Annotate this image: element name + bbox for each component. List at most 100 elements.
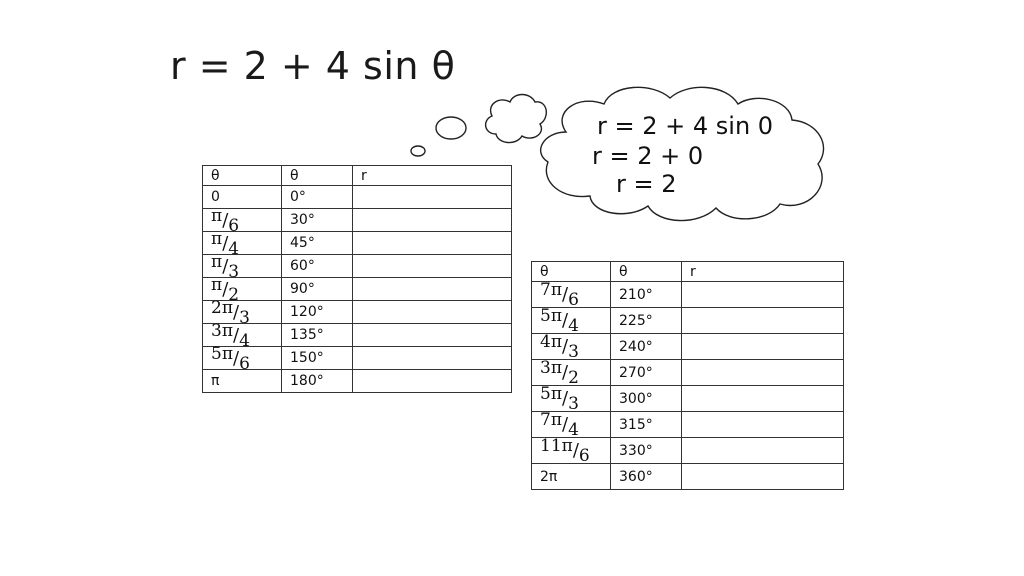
fraction-denominator: 6 (228, 215, 240, 236)
r-value-cell (352, 254, 512, 278)
thought-bubble-medium (435, 116, 467, 140)
fraction-denominator: 3 (568, 394, 579, 414)
theta-degrees-cell: 360° (610, 463, 682, 490)
fraction-slash: / (222, 255, 229, 277)
fraction-denominator: 6 (239, 353, 250, 374)
thought-bubble-large (485, 93, 547, 144)
fraction: 4π/3 (540, 332, 579, 362)
r-value-cell (352, 369, 512, 393)
fraction-numerator: 4π (540, 332, 562, 352)
table-row: 5π/3 300° (531, 384, 844, 414)
fraction-numerator: π (211, 274, 223, 295)
header-r: r (352, 165, 512, 186)
r-value-cell (681, 411, 844, 438)
thought-bubble-small (410, 145, 426, 157)
fraction-slash: / (233, 301, 240, 323)
theta-radians-cell: 11π/6 (531, 436, 611, 466)
fraction-denominator: 6 (578, 446, 590, 466)
fraction-numerator: π (211, 228, 223, 249)
table-row: π/4 45° (202, 229, 512, 259)
fraction-numerator: 5π (540, 384, 562, 404)
fraction-numerator: 5π (211, 343, 233, 364)
fraction: 5π/4 (540, 306, 579, 336)
theta-degrees-cell: 315° (610, 411, 682, 438)
fraction-denominator: 4 (239, 330, 250, 351)
fraction: 3π/4 (211, 321, 250, 351)
fraction: π/4 (211, 229, 239, 259)
header-r: r (681, 261, 844, 282)
fraction: 2π/3 (211, 298, 250, 328)
theta-radians-cell: 2π (531, 463, 611, 490)
theta-radians-cell: 2π/3 (202, 298, 282, 328)
theta-radians-cell: 4π/3 (531, 332, 611, 362)
theta-radians-cell: 5π/4 (531, 306, 611, 336)
fraction-slash: / (222, 278, 229, 300)
fraction: π/2 (211, 275, 239, 305)
table-row: 2π/3 120° (202, 298, 512, 328)
fraction-denominator: 3 (228, 261, 240, 282)
fraction-slash: / (572, 440, 579, 461)
r-value-cell (681, 333, 844, 360)
fraction-numerator: 11π (540, 436, 573, 456)
slide-title: r = 2 + 4 sin θ (170, 44, 456, 88)
theta-radians-cell: 5π/3 (531, 384, 611, 414)
theta-degrees-cell: 330° (610, 437, 682, 464)
fraction-slash: / (222, 232, 229, 254)
fraction-slash: / (562, 388, 569, 409)
fraction-numerator: 5π (540, 306, 562, 326)
fraction-numerator: 7π (540, 410, 562, 430)
fraction-slash: / (233, 324, 240, 346)
fraction-numerator: 3π (211, 320, 233, 341)
table-header-row: θ θ r (531, 261, 844, 282)
r-value-cell (681, 307, 844, 334)
fraction-denominator: 4 (568, 316, 579, 336)
fraction-numerator: 7π (540, 280, 562, 300)
fraction-slash: / (562, 362, 569, 383)
fraction: 5π/3 (540, 384, 579, 414)
fraction-slash: / (233, 347, 240, 369)
fraction: 3π/2 (540, 358, 579, 388)
theta-radians-cell: π/2 (202, 275, 282, 305)
theta-degrees-cell: 225° (610, 307, 682, 334)
theta-degrees-cell: 45° (281, 231, 353, 255)
r-value-cell (681, 385, 844, 412)
table-row: π/2 90° (202, 275, 512, 305)
fraction-numerator: 3π (540, 358, 562, 378)
r-value-cell (681, 463, 844, 490)
theta-degrees-cell: 150° (281, 346, 353, 370)
theta-degrees-cell: 240° (610, 333, 682, 360)
header-theta-radians: θ (531, 261, 611, 282)
fraction-denominator: 2 (228, 284, 240, 305)
fraction-slash: / (562, 310, 569, 331)
theta-degrees-cell: 270° (610, 359, 682, 386)
r-value-cell (681, 359, 844, 386)
fraction-denominator: 4 (568, 420, 579, 440)
fraction-numerator: π (211, 205, 223, 226)
r-value-cell (352, 300, 512, 324)
theta-degrees-cell: 90° (281, 277, 353, 301)
fraction-slash: / (222, 209, 229, 231)
thought-cloud-main (539, 86, 825, 222)
fraction-denominator: 3 (568, 342, 579, 362)
theta-radians-cell: π (202, 369, 282, 393)
theta-degrees-cell: 135° (281, 323, 353, 347)
theta-radians-cell: 5π/6 (202, 343, 282, 374)
theta-radians-cell: 7π/4 (531, 410, 611, 440)
r-value-cell (352, 208, 512, 232)
fraction-slash: / (562, 414, 569, 435)
fraction: π/6 (211, 206, 239, 236)
theta-degrees-cell: 300° (610, 385, 682, 412)
r-value-cell (681, 281, 844, 308)
theta-degrees-cell: 120° (281, 300, 353, 324)
fraction: π/3 (211, 252, 239, 282)
